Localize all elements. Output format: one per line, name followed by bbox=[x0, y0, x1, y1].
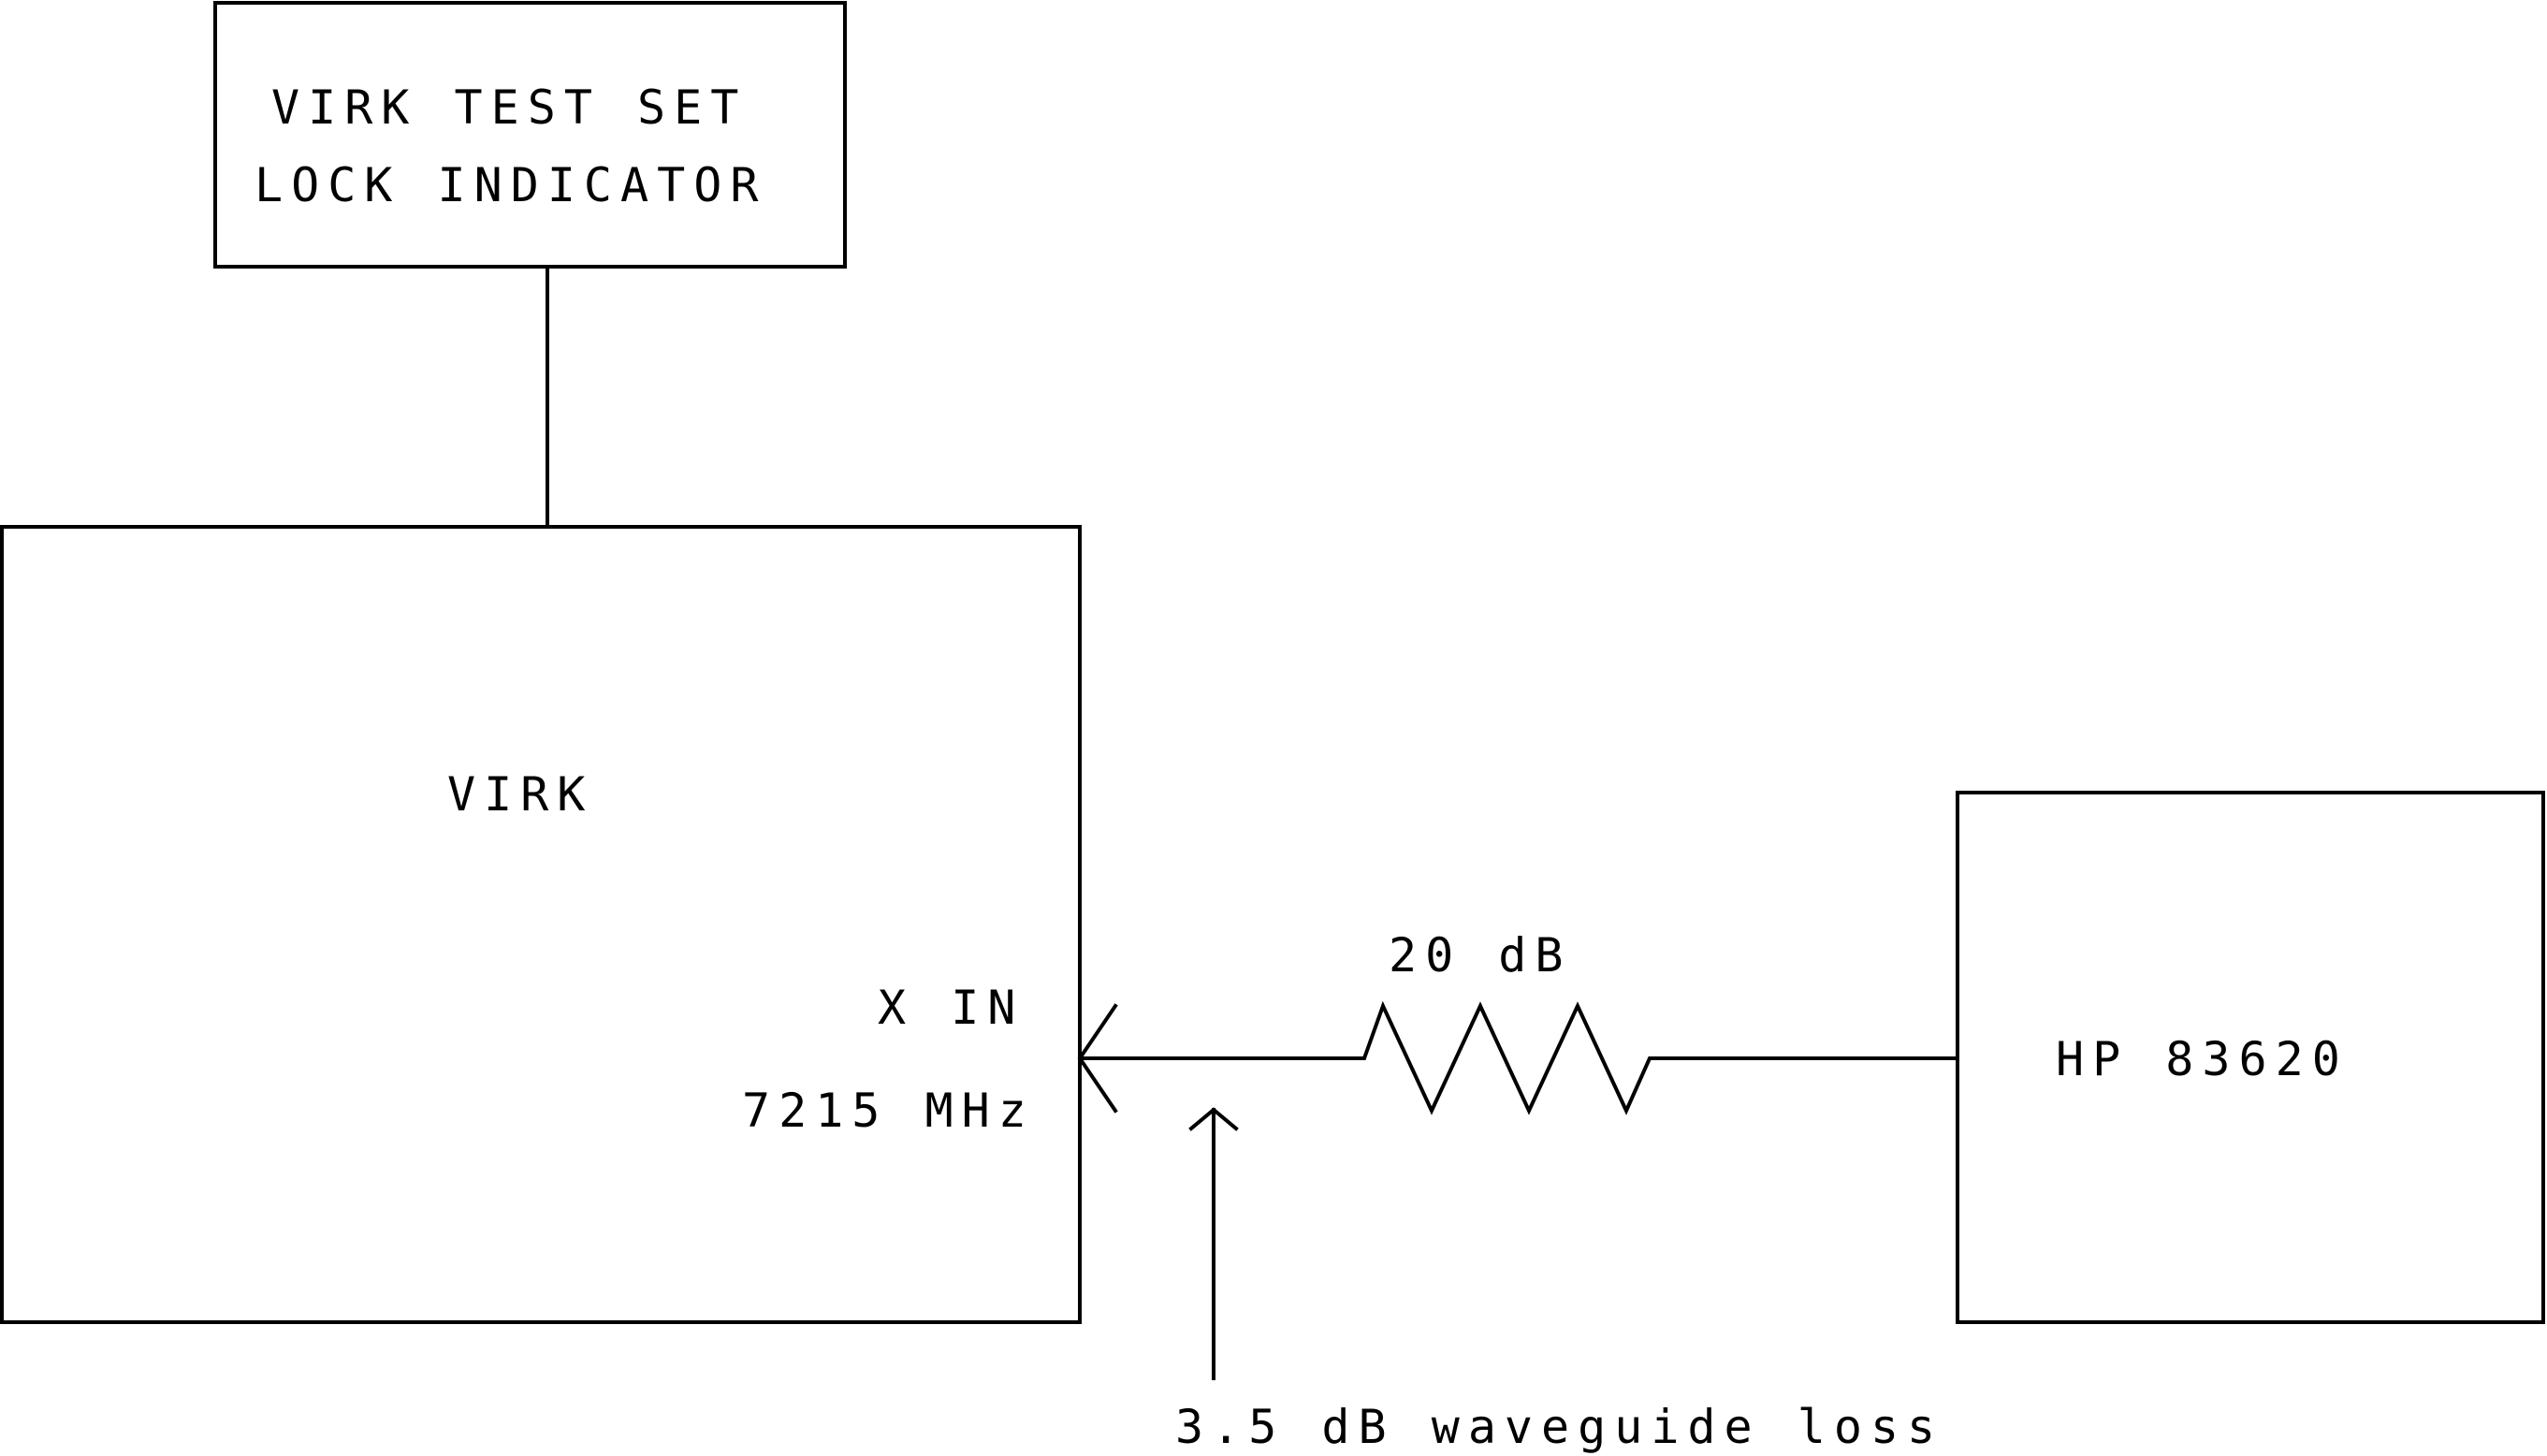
hp-generator-block: HP 83620 bbox=[1956, 791, 2545, 1324]
virk-title: VIRK bbox=[447, 767, 593, 822]
attenuator-label: 20 dB bbox=[1389, 928, 1572, 983]
x-in-port-label: X IN bbox=[878, 981, 1024, 1035]
test-set-label-line2: LOCK INDICATOR bbox=[255, 158, 766, 212]
generator-label: HP 83620 bbox=[2056, 1032, 2349, 1086]
signal-line-with-attenuator bbox=[1078, 1000, 1959, 1115]
test-set-lock-indicator-block: VIRK TEST SET LOCK INDICATOR bbox=[213, 1, 847, 269]
virk-block: VIRK X IN 7215 MHz bbox=[0, 525, 1082, 1324]
frequency-label: 7215 MHz bbox=[742, 1084, 1035, 1138]
test-set-box bbox=[213, 1, 847, 269]
loss-pointer-arrowhead bbox=[1188, 1107, 1239, 1131]
waveguide-loss-label: 3.5 dB waveguide loss bbox=[1175, 1400, 1943, 1454]
virk-box bbox=[0, 525, 1082, 1324]
generator-box bbox=[1956, 791, 2545, 1324]
test-set-label-line1: VIRK TEST SET bbox=[271, 80, 747, 135]
